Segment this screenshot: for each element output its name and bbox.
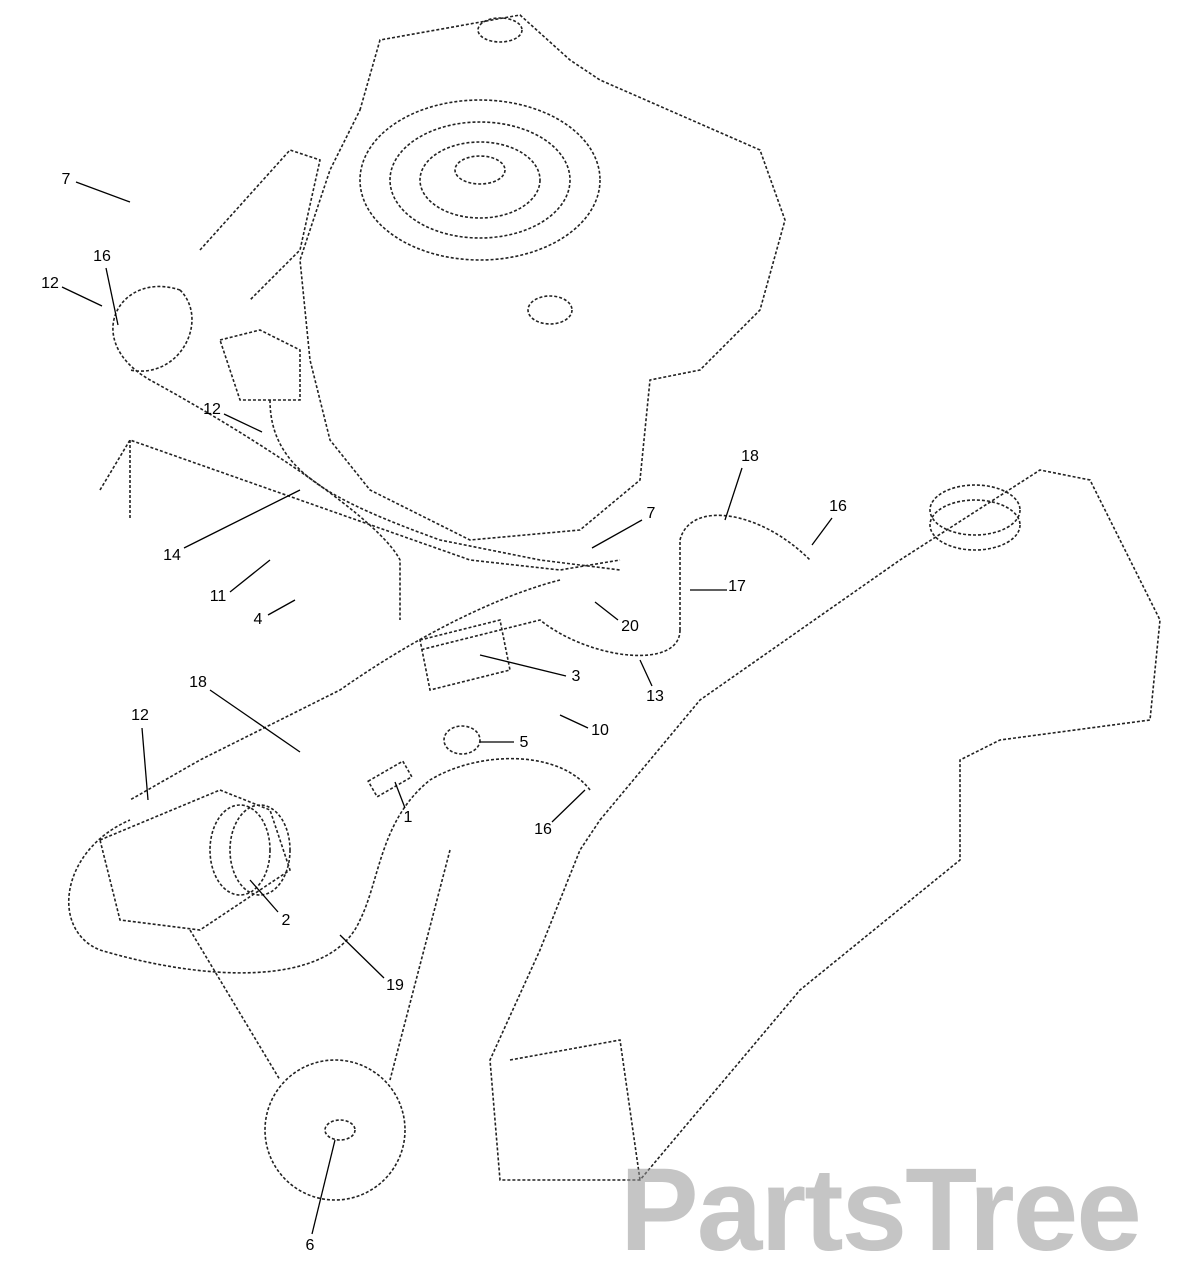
callout-label: 14 bbox=[163, 547, 181, 564]
callout-label: 2 bbox=[281, 912, 291, 929]
callout-label: 5 bbox=[519, 734, 529, 751]
callout-label: 17 bbox=[728, 578, 746, 595]
fuel-pump bbox=[99, 619, 511, 931]
callout-label: 7 bbox=[646, 505, 656, 522]
callout-label: 3 bbox=[571, 668, 581, 685]
callout-label: 4 bbox=[253, 611, 263, 628]
watermark: PartsTree bbox=[620, 1144, 1142, 1276]
engine bbox=[199, 14, 786, 541]
callout-label: 10 bbox=[591, 722, 609, 739]
callout-label: 20 bbox=[621, 618, 639, 635]
callout-label: 12 bbox=[131, 707, 149, 724]
callout-label: 18 bbox=[741, 448, 759, 465]
fuel-hoses bbox=[68, 285, 811, 974]
callout-label: 6 bbox=[305, 1237, 315, 1254]
fuel-tank bbox=[489, 469, 1161, 1181]
detail-view bbox=[189, 849, 451, 1201]
callout-label: 16 bbox=[534, 821, 552, 838]
callout-label: 16 bbox=[829, 498, 847, 515]
callout-label: 11 bbox=[209, 588, 227, 605]
callout-label: 18 bbox=[189, 674, 207, 691]
callout-label: 12 bbox=[41, 275, 59, 292]
callout-label: 1 bbox=[403, 809, 413, 826]
callout-label: 12 bbox=[203, 401, 221, 418]
callout-label: 19 bbox=[386, 977, 404, 994]
callout-label: 16 bbox=[93, 248, 111, 265]
leader-lines bbox=[61, 181, 833, 1235]
callout-label: 7 bbox=[61, 171, 71, 188]
callout-label: 13 bbox=[646, 688, 664, 705]
